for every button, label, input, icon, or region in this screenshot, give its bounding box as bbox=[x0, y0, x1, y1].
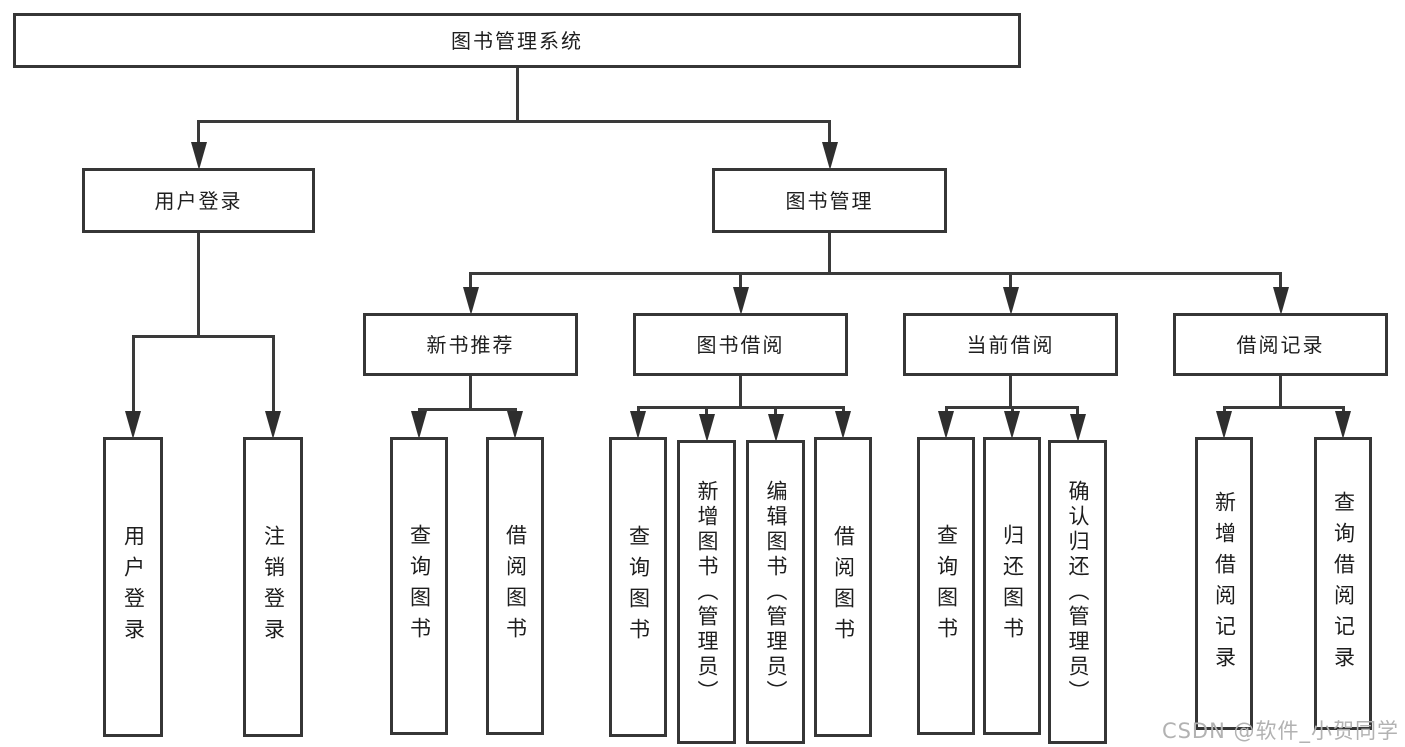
node-label: 用户登录 bbox=[154, 188, 243, 213]
arrowhead-borrow-books-rec bbox=[507, 411, 523, 439]
connector-drop-user-login bbox=[197, 233, 200, 335]
connector-branch-query-books-current bbox=[944, 406, 948, 411]
node-label: 当前借阅 bbox=[966, 332, 1055, 357]
connector-rail-book-borrow bbox=[636, 406, 845, 409]
arrowhead-query-books-rec bbox=[411, 411, 427, 439]
node-current-borrow: 当前借阅 bbox=[903, 313, 1118, 376]
arrowhead-logout-leaf bbox=[265, 411, 281, 439]
node-borrow-records: 借阅记录 bbox=[1173, 313, 1388, 376]
node-label: 注销登录 bbox=[261, 525, 286, 649]
node-logout-leaf: 注销登录 bbox=[243, 437, 303, 737]
connector-branch-edit-books-admin bbox=[774, 406, 777, 414]
arrowhead-book-borrow bbox=[732, 287, 749, 315]
node-label: 用户登录 bbox=[121, 525, 146, 649]
connector-branch-borrow-books-borrow bbox=[841, 406, 845, 411]
node-label: 图书管理系统 bbox=[451, 28, 583, 53]
node-book-mgmt: 图书管理 bbox=[712, 168, 947, 233]
node-label: 借阅图书 bbox=[503, 524, 528, 648]
connector-branch-current-borrow bbox=[1009, 272, 1012, 287]
connector-branch-book-borrow bbox=[739, 272, 742, 287]
arrowhead-query-borrow-record bbox=[1335, 411, 1351, 439]
connector-branch-book-mgmt bbox=[828, 120, 831, 142]
arrowhead-confirm-return-admin bbox=[1069, 414, 1086, 442]
node-label: 新增借阅记录 bbox=[1212, 490, 1237, 677]
arrowhead-book-mgmt bbox=[821, 142, 838, 170]
node-label: 查询图书 bbox=[626, 525, 651, 649]
connector-drop-book-mgmt bbox=[828, 233, 831, 272]
arrowhead-edit-books-admin bbox=[767, 414, 784, 442]
connector-branch-logout-leaf bbox=[271, 335, 275, 411]
connector-rail-root bbox=[197, 120, 831, 123]
connector-branch-add-borrow-record bbox=[1222, 406, 1226, 411]
node-root: 图书管理系统 bbox=[13, 13, 1021, 68]
node-query-borrow-record: 查询借阅记录 bbox=[1314, 437, 1372, 730]
connector-branch-add-books-admin bbox=[705, 406, 708, 414]
node-user-login: 用户登录 bbox=[82, 168, 315, 233]
node-label: 借阅记录 bbox=[1236, 332, 1325, 357]
connector-drop-book-borrow bbox=[739, 376, 742, 406]
node-borrow-books-borrow: 借阅图书 bbox=[814, 437, 872, 737]
node-book-borrow: 图书借阅 bbox=[633, 313, 848, 376]
connector-drop-current-borrow bbox=[1009, 376, 1012, 406]
arrowhead-current-borrow bbox=[1002, 287, 1019, 315]
connector-branch-new-book-rec bbox=[469, 272, 472, 287]
arrowhead-user-login bbox=[190, 142, 207, 170]
node-label: 确认归还（管理员） bbox=[1066, 479, 1090, 705]
arrowhead-user-login-leaf bbox=[125, 411, 141, 439]
node-label: 图书借阅 bbox=[696, 332, 785, 357]
arrowhead-query-books-current bbox=[938, 411, 954, 439]
node-return-books: 归还图书 bbox=[983, 437, 1041, 735]
connector-drop-borrow-records bbox=[1279, 376, 1282, 406]
node-label: 图书管理 bbox=[785, 188, 874, 213]
arrowhead-query-books-borrow bbox=[630, 411, 646, 439]
node-query-books-borrow: 查询图书 bbox=[609, 437, 667, 737]
arrowhead-borrow-books-borrow bbox=[835, 411, 851, 439]
node-new-book-rec: 新书推荐 bbox=[363, 313, 578, 376]
connector-branch-return-books bbox=[1010, 406, 1014, 411]
node-query-books-current: 查询图书 bbox=[917, 437, 975, 735]
connector-rail-borrow-records bbox=[1222, 406, 1345, 409]
node-borrow-books-rec: 借阅图书 bbox=[486, 437, 544, 735]
node-label: 归还图书 bbox=[1000, 524, 1025, 648]
connector-rail-user-login bbox=[131, 335, 275, 338]
connector-branch-query-books-rec bbox=[417, 408, 421, 411]
node-label: 借阅图书 bbox=[831, 525, 856, 649]
arrowhead-return-books bbox=[1004, 411, 1020, 439]
arrowhead-borrow-records bbox=[1272, 287, 1289, 315]
arrowhead-new-book-rec bbox=[462, 287, 479, 315]
connector-rail-book-mgmt bbox=[469, 272, 1282, 275]
watermark-text: CSDN @软件_小贺同学 bbox=[1161, 719, 1399, 743]
connector-branch-user-login-leaf bbox=[131, 335, 135, 411]
node-label: 查询借阅记录 bbox=[1331, 490, 1356, 677]
node-user-login-leaf: 用户登录 bbox=[103, 437, 163, 737]
node-label: 新增图书（管理员） bbox=[695, 479, 719, 705]
node-label: 新书推荐 bbox=[426, 332, 515, 357]
connector-branch-borrow-records bbox=[1279, 272, 1282, 287]
node-label: 编辑图书（管理员） bbox=[764, 479, 788, 705]
node-label: 查询图书 bbox=[407, 524, 432, 648]
connector-rail-new-book-rec bbox=[417, 408, 517, 411]
connector-branch-confirm-return-admin bbox=[1076, 406, 1079, 414]
arrowhead-add-books-admin bbox=[698, 414, 715, 442]
connector-drop-root bbox=[515, 68, 519, 120]
connector-branch-user-login bbox=[197, 120, 200, 142]
connector-branch-query-books-borrow bbox=[636, 406, 640, 411]
arrowhead-add-borrow-record bbox=[1216, 411, 1232, 439]
connector-branch-query-borrow-record bbox=[1341, 406, 1345, 411]
node-edit-books-admin: 编辑图书（管理员） bbox=[746, 440, 805, 744]
connector-drop-new-book-rec bbox=[469, 376, 472, 408]
node-label: 查询图书 bbox=[934, 524, 959, 648]
node-add-books-admin: 新增图书（管理员） bbox=[677, 440, 736, 744]
node-add-borrow-record: 新增借阅记录 bbox=[1195, 437, 1253, 730]
node-query-books-rec: 查询图书 bbox=[390, 437, 448, 735]
node-confirm-return-admin: 确认归还（管理员） bbox=[1048, 440, 1107, 744]
connector-branch-borrow-books-rec bbox=[513, 408, 517, 411]
